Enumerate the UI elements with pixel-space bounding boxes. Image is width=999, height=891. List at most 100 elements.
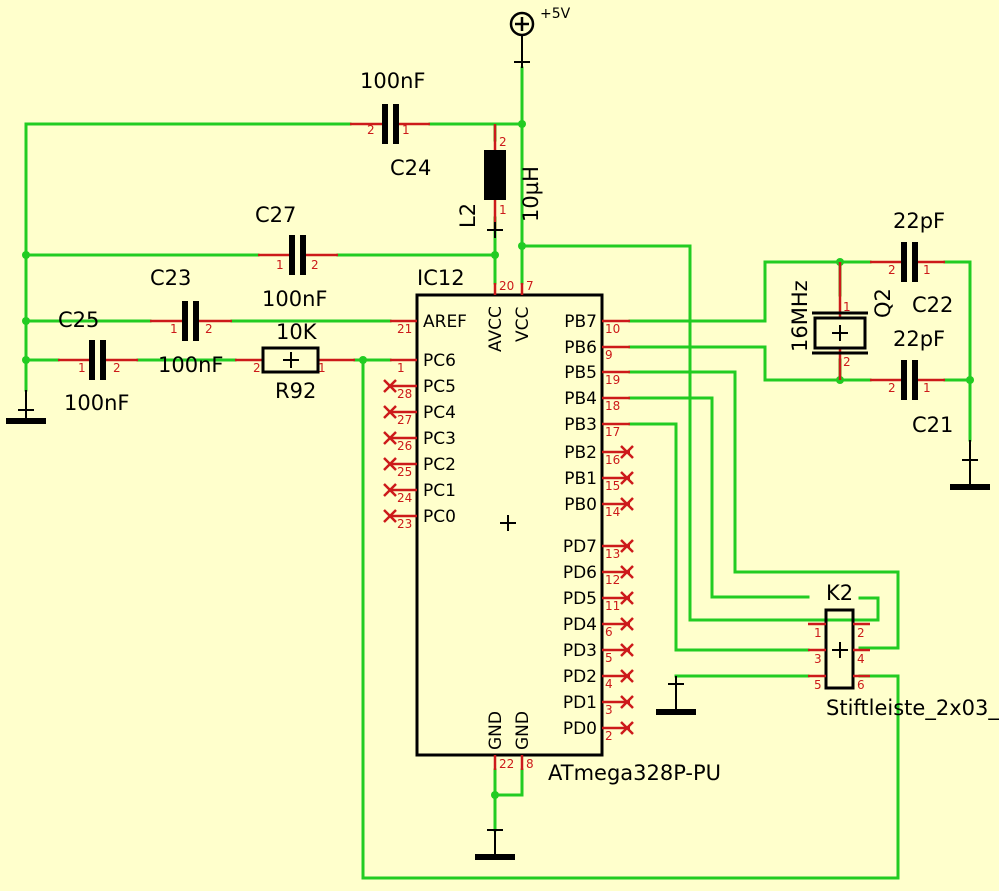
no-connect-mark	[383, 483, 397, 497]
no-connect-mark	[620, 565, 634, 579]
pin-number: 1	[843, 300, 851, 314]
pin-number: 12	[605, 573, 620, 587]
junction	[518, 120, 526, 128]
pin-number: 13	[605, 547, 620, 561]
pin-number: 24	[397, 491, 412, 505]
pin-number: 11	[605, 599, 620, 613]
pin-label-avcc: AVCC	[486, 306, 506, 352]
c27-value: 100nF	[262, 287, 327, 311]
pin-number: 1	[170, 322, 178, 336]
no-connect-mark	[620, 643, 634, 657]
no-connect-mark	[620, 591, 634, 605]
no-connect-mark	[620, 721, 634, 735]
pin-number: 2	[888, 263, 896, 277]
r92-value: 10K	[276, 320, 318, 344]
pin-number: 10	[605, 322, 620, 336]
pin-label: PD4	[563, 615, 597, 635]
pin-number: 20	[499, 279, 514, 293]
k2-name: K2	[826, 581, 853, 605]
pin-number: 2	[113, 361, 121, 375]
supply-5v: +5V	[509, 6, 571, 68]
no-connect-mark	[620, 497, 634, 511]
pin-number: 2	[311, 258, 319, 272]
capacitor-c23: 1 2 C23 100nF	[150, 266, 232, 377]
c24-value: 100nF	[360, 69, 425, 93]
pin-number: 28	[397, 387, 412, 401]
pin-label: PC0	[423, 507, 456, 527]
wire-pb4	[628, 396, 810, 599]
pin-label: PD0	[563, 719, 597, 739]
pin-number: 6	[605, 625, 613, 639]
capacitor-c25: 1 2 C25 100nF	[58, 308, 138, 415]
junction	[22, 317, 30, 325]
c25-value: 100nF	[64, 391, 129, 415]
pin-label: PB7	[564, 312, 597, 332]
ground-symbol-left	[6, 390, 46, 424]
pin-label: PC6	[423, 351, 456, 371]
junction	[22, 356, 30, 364]
ground-symbol-right	[950, 440, 990, 490]
c27-name: C27	[255, 203, 296, 227]
pin-number: 15	[605, 479, 620, 493]
pin-label: PB1	[564, 469, 597, 489]
pin-label: PC2	[423, 455, 456, 475]
pin-number: 1	[923, 381, 931, 395]
wire-pb7	[628, 260, 872, 323]
r92-name: R92	[275, 379, 316, 403]
c21-value: 22pF	[893, 327, 945, 351]
wire-k2-reset	[361, 358, 900, 880]
pin-number: 2	[888, 381, 896, 395]
wire-vcc-k2	[520, 244, 880, 622]
pin-number: 26	[397, 439, 412, 453]
pin-number: 5	[605, 651, 613, 665]
pin-number: 3	[814, 652, 822, 666]
no-connect-mark	[620, 471, 634, 485]
pin-number: 1	[318, 361, 326, 375]
wire-pb6	[628, 345, 872, 382]
pin-label-gnd: GND	[486, 711, 506, 750]
pin-label: PC5	[423, 377, 456, 397]
l2-name: L2	[456, 203, 480, 228]
ground-symbol-k2	[656, 676, 696, 715]
no-connect-mark	[620, 539, 634, 553]
ic-part: ATmega328P-PU	[548, 761, 721, 785]
l2-value: 10µH	[519, 166, 543, 222]
pin-number: 1	[397, 361, 405, 375]
c23-value: 100nF	[158, 353, 223, 377]
no-connect-mark	[620, 695, 634, 709]
pin-label: PB4	[564, 389, 597, 409]
pin-label-gnd: GND	[513, 711, 533, 750]
pin-label: PD1	[563, 693, 597, 713]
supply-label: +5V	[540, 6, 571, 22]
pin-number: 4	[857, 652, 865, 666]
wire-ic-gnd	[493, 768, 524, 797]
pin-number: 2	[205, 322, 213, 336]
pin-number: 2	[843, 355, 851, 369]
c21-name: C21	[912, 413, 953, 437]
pin-number: 19	[605, 373, 620, 387]
wire-pb5	[628, 370, 900, 650]
header-k2: 1 2 3 4 5 6 K2 Stiftleiste_2x03_	[808, 581, 999, 721]
pin-label: PD5	[563, 589, 597, 609]
pin-number: 2	[367, 123, 375, 137]
no-connect-mark	[620, 669, 634, 683]
pin-label: PD2	[563, 667, 597, 687]
q2-value: 16MHz	[788, 280, 812, 352]
pin-number: 21	[397, 322, 412, 336]
pin-number: 1	[499, 203, 507, 217]
pin-number: 14	[605, 505, 620, 519]
ic-name: IC12	[417, 266, 465, 290]
pin-number: 4	[605, 677, 613, 691]
capacitor-c24: 2 1 100nF C24	[350, 69, 431, 180]
junction	[22, 251, 30, 259]
pin-label: PB2	[564, 443, 597, 463]
pin-number: 8	[526, 757, 534, 771]
resistor-r92: 2 1 10K R92	[235, 320, 355, 403]
c24-name: C24	[390, 156, 431, 180]
junction	[491, 791, 499, 799]
no-connect-mark	[383, 509, 397, 523]
pin-number: 1	[78, 361, 86, 375]
pin-number: 2	[605, 729, 613, 743]
pin-number: 2	[499, 135, 507, 149]
ground-symbol-ic	[475, 829, 515, 860]
